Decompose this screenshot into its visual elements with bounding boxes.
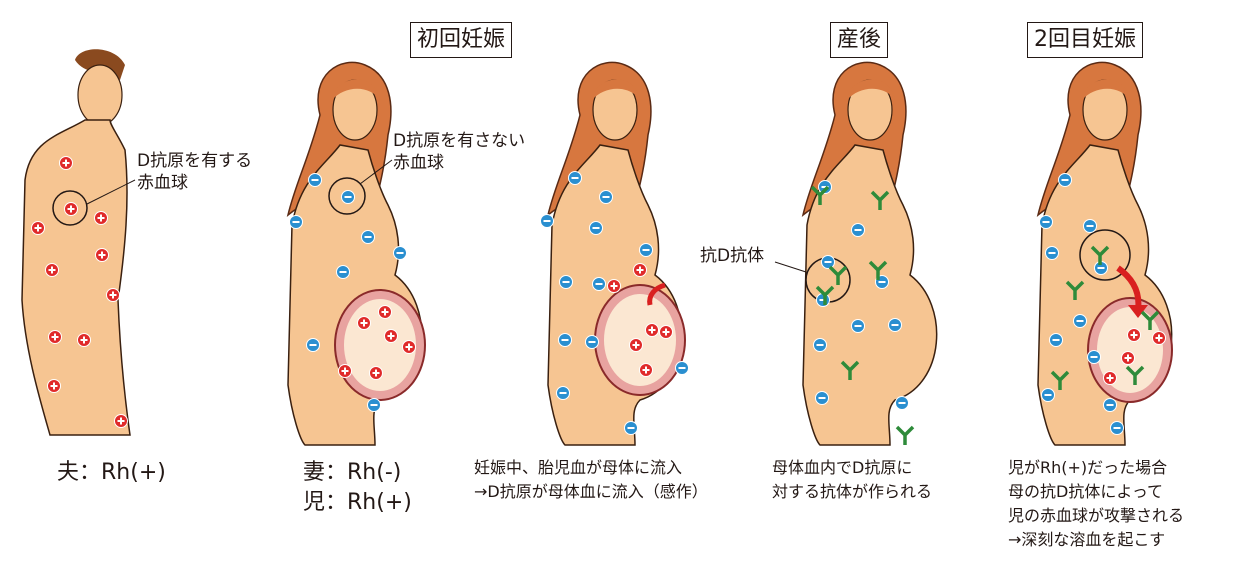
plus-sign [662,328,670,336]
blood-flow-arrow [647,282,666,306]
plus-sign [67,205,75,213]
header-postpartum: 産後 [830,22,889,58]
header-second-pregnancy: 2回目妊娠 [1027,22,1143,58]
antibody-icon [1065,280,1085,300]
plus-sign [372,369,380,377]
plus-sign [1155,334,1163,342]
antibody-icon [1050,370,1070,390]
caption-line: →D抗原が母体血に流入（感作） [474,482,708,501]
plus-sign [62,159,70,167]
caption-line: 妊娠中、胎児血が母体に流入 [474,458,683,477]
caption-second: 児がRh(+)だった場合 母の抗D抗体によって 児の赤血球が攻撃される →深刻な… [1008,456,1184,552]
plus-sign [117,417,125,425]
caption-first: 妊娠中、胎児血が母体に流入 →D抗原が母体血に流入（感作） [474,456,708,504]
caption-line: →深刻な溶血を起こす [1008,530,1166,549]
plus-sign [405,343,413,351]
callout-d-negative: D抗原を有さない 赤血球 [393,130,525,174]
caption-postpartum: 母体血内でD抗原に 対する抗体が作られる [772,456,932,504]
antibody-icon [1140,310,1160,330]
callout-line: D抗原を有する [137,151,253,171]
header-first-pregnancy: 初回妊娠 [410,22,513,58]
husband-figure [21,49,131,436]
antibody-icon [810,185,830,205]
plus-sign [341,367,349,375]
plus-sign [1106,374,1114,382]
wife-label: 妻：Rh(-) [303,460,402,485]
plus-sign [51,333,59,341]
antibody-icon [840,360,860,380]
caption-line: 児がRh(+)だった場合 [1008,458,1168,477]
plus-sign [109,291,117,299]
plus-sign [610,282,618,290]
child-label: 児：Rh(+) [303,490,412,515]
callout-d-positive: D抗原を有する 赤血球 [137,150,252,194]
callout-line: 赤血球 [137,173,188,193]
plus-sign [636,266,644,274]
plus-sign [642,366,650,374]
plus-sign [360,319,368,327]
plus-sign [80,336,88,344]
plus-sign [48,266,56,274]
plus-sign [50,382,58,390]
callout-anti-d: 抗D抗体 [700,246,765,266]
plus-sign [381,308,389,316]
plus-sign [1130,331,1138,339]
plus-sign [98,251,106,259]
plus-sign [648,326,656,334]
antibody-icon [870,190,890,210]
antibody-icon [895,425,915,445]
antibody-icon [1090,245,1110,265]
caption-line: 児の赤血球が攻撃される [1008,506,1185,525]
plus-sign [1124,354,1132,362]
antibody-icon [1125,365,1145,385]
plus-sign [34,224,42,232]
plus-sign [632,341,640,349]
antibody-icon [868,260,888,280]
plus-sign [387,332,395,340]
husband-label: 夫：Rh(+) [57,460,166,485]
caption-line: 母体血内でD抗原に [772,458,913,477]
antibody-icon [828,265,848,285]
wife-figure-postpartum [802,61,938,446]
caption-line: 対する抗体が作られる [772,482,933,501]
callout-line: 赤血球 [393,153,444,173]
callout-line: D抗原を有さない [393,131,526,151]
caption-line: 母の抗D抗体によって [1008,482,1164,501]
antibody-icon [815,285,835,305]
plus-sign [97,214,105,222]
